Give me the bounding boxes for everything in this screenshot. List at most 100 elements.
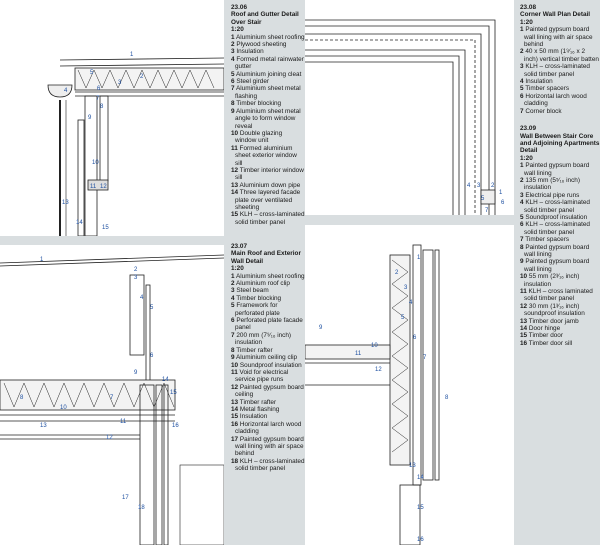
legend-item: 17 Painted gypsum board wall lining with… [231, 436, 305, 458]
legend-item-text: Timber spacers [525, 236, 570, 244]
callout-number: 3 [134, 275, 138, 281]
legend-item-number: 5 [520, 213, 524, 221]
legend-item-number: 1 [520, 162, 524, 170]
legend-item-text: Aluminium sheet roofing [236, 272, 305, 280]
legend-item-text: Plywood sheeting [236, 41, 287, 49]
callout-number: 17 [122, 495, 129, 501]
callout-number: 3 [404, 285, 408, 291]
callout-number: 10 [92, 160, 99, 166]
legend-item-text: Electrical pipe runs [525, 191, 580, 199]
legend-item-text: Steel beam [236, 287, 269, 295]
callout-number: 10 [60, 405, 67, 411]
legend-item-number: 3 [520, 63, 524, 71]
legend-item-text: Soundproof insulation [525, 213, 588, 221]
callout-number: 6 [413, 335, 417, 341]
legend-item-text: Insulation [525, 78, 553, 86]
legend-item-number: 8 [231, 346, 235, 354]
legend-item-number: 5 [231, 302, 235, 310]
legend-item-text: KLH – cross-laminated solid timber panel [524, 63, 590, 78]
detail-title: Wall Between Stair Core and Adjoining Ap… [520, 132, 600, 155]
legend-item: 14 Metal flashing [231, 406, 305, 413]
detail-title: Roof and Gutter Detail Over Stair [231, 11, 299, 26]
callout-number: 6 [97, 86, 101, 92]
callout-number: 9 [134, 370, 138, 376]
legend-item-number: 12 [520, 302, 528, 310]
main-roof-wall-drawing [0, 254, 224, 545]
legend-item: 6 Perforated plate facade panel [231, 317, 305, 332]
callout-number: 16 [172, 423, 179, 429]
legend-item: 7 200 mm (7⁹⁄₁₆ inch) insulation [231, 332, 305, 347]
legend-item-text: KLH – cross-laminated solid timber panel [235, 457, 305, 473]
callout-number: 5 [401, 315, 405, 321]
legend-item-number: 3 [231, 287, 235, 295]
legend-item-number: 4 [520, 78, 524, 86]
legend-item-number: 3 [520, 191, 524, 199]
legend-item-text: Door hinge [528, 325, 561, 333]
legend-item-text: Timber spacers [525, 85, 570, 93]
legend-item: 10 Soundproof insulation [231, 362, 305, 369]
callout-number: 15 [102, 225, 109, 231]
legend-item: 8 Timber rafter [231, 347, 305, 354]
legend-item-text: Timber blocking [236, 294, 282, 302]
callout-number: 8 [20, 395, 24, 401]
legend-item-text: Insulation [236, 48, 264, 56]
legend-item: 5 Soundproof insulation [520, 214, 600, 221]
legend-item-number: 13 [520, 317, 528, 325]
callout-number: 11 [90, 184, 97, 190]
callout-number: 16 [417, 537, 424, 543]
legend-item: 1 Painted gypsum board wall lining [520, 162, 600, 177]
legend-item-number: 8 [231, 100, 235, 108]
legend-item-text: Aluminium sheet metal flashing [235, 85, 301, 100]
legend-item-text: Timber door [528, 332, 563, 340]
legend-item: 4 Timber blocking [231, 295, 305, 302]
legend-item-text: Timber blocking [236, 100, 282, 108]
corner-wall-plan-drawing [305, 19, 496, 215]
legend-item: 11 Void for electrical service pipe runs [231, 369, 305, 384]
legend-item-number: 12 [231, 166, 239, 174]
callout-number: 6 [150, 353, 154, 359]
legend-item-text: Painted gypsum board wall lining [524, 162, 590, 177]
legend-item-text: Painted gypsum board wall lining with ai… [235, 435, 304, 458]
legend-item: 15 Timber door [520, 332, 600, 339]
legend-item-number: 6 [520, 221, 524, 229]
legend-item-text: Aluminium sheet roofing [236, 33, 305, 41]
legend-item-number: 2 [231, 41, 235, 49]
legend-item-number: 14 [231, 189, 239, 197]
roof-gutter-drawing [47, 57, 224, 236]
legend-item-text: KLH – cross-laminated solid timber panel [524, 221, 590, 236]
legend-item: 16 Timber door sill [520, 340, 600, 347]
legend-item-text: 40 x 50 mm (1⁹⁄₁₆ x 2 inch) vertical tim… [524, 48, 599, 63]
legend-item-text: Aluminium ceiling clip [236, 354, 298, 362]
detail-code: 23.06 [231, 4, 247, 11]
legend-item: 8 Painted gypsum board wall lining [520, 244, 600, 259]
legend-item-text: Corner block [525, 107, 562, 115]
legend-item-text: 200 mm (7⁹⁄₁₆ inch) insulation [235, 331, 292, 347]
legend-item-number: 12 [231, 383, 239, 391]
callout-number: 13 [62, 200, 69, 206]
callout-number: 18 [138, 505, 145, 511]
legend-item-number: 7 [231, 331, 235, 339]
detail-code: 23.09 [520, 125, 536, 133]
legend-item-number: 11 [520, 288, 527, 296]
legend-item: 2 Plywood sheeting [231, 41, 305, 48]
callout-number: 2 [134, 267, 138, 273]
legend-item-number: 4 [520, 199, 524, 207]
legend-item-number: 16 [520, 339, 528, 347]
legend-item-number: 9 [231, 354, 235, 362]
legend-item: 4 Formed metal rainwater gutter [231, 56, 305, 71]
legend-item: 11 Formed aluminium sheet exterior windo… [231, 145, 305, 167]
legend-item-text: KLH – cross laminated solid timber panel [524, 288, 593, 303]
callout-number: 14 [162, 377, 169, 383]
legend-item-text: Painted gypsum board wall lining [524, 258, 590, 273]
detail-scale: 1:20 [520, 18, 533, 26]
legend-item: 13 Timber rafter [231, 399, 305, 406]
legend-item-number: 16 [231, 420, 239, 428]
legend-item-text: Timber door jamb [528, 317, 579, 325]
legend-item-number: 6 [231, 317, 235, 325]
legend-item-text: Horizontal larch wood cladding [524, 92, 587, 108]
legend-item-number: 8 [520, 243, 524, 251]
